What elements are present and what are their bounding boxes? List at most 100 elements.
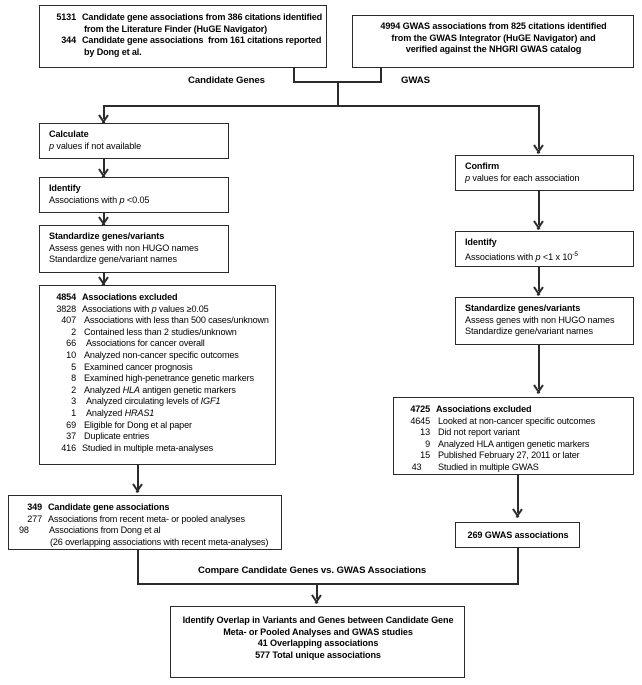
final-line: 41 Overlapping associations <box>257 638 379 649</box>
source-count: 5131 <box>56 12 76 22</box>
arrowhead-icon <box>310 595 323 604</box>
connector-split-bar <box>103 105 540 107</box>
connector-vertical <box>538 267 540 291</box>
step-line: Assess genes with non HUGO names <box>49 242 199 253</box>
step-line: Standardize gene/variant names <box>49 254 177 265</box>
p-symbol: p <box>49 140 54 151</box>
final-overlap-box: Identify Overlap in Variants and Genes b… <box>170 606 465 678</box>
gene-name-igf1: IGF1 <box>200 396 221 407</box>
connector-vertical <box>137 550 139 584</box>
left-step-standardize-box: Standardize genes/variants Assess genes … <box>39 225 229 273</box>
arrowhead-icon <box>532 221 545 230</box>
step-line: Standardize gene/variant names <box>465 326 593 337</box>
right-step-standardize-box: Standardize genes/variants Assess genes … <box>455 297 634 345</box>
step-line: Assess genes with non HUGO names <box>465 314 615 325</box>
source-text: 4994 GWAS associations from 825 citation… <box>380 21 607 31</box>
source-text: from the GWAS Integrator (HuGE Navigator… <box>391 32 596 43</box>
final-line: 577 Total unique associations <box>255 650 381 661</box>
p-symbol: p <box>465 172 470 183</box>
connector-vertical <box>103 105 105 119</box>
connector-vertical <box>380 68 382 82</box>
p-symbol: p <box>119 194 125 205</box>
connector-vertical <box>316 583 318 599</box>
exponent: -5 <box>572 250 578 258</box>
source-text: verified against the NHGRI GWAS catalog <box>405 44 582 55</box>
connector-vertical <box>517 548 519 584</box>
source-count: 344 <box>61 35 76 46</box>
result-text: 269 GWAS associations <box>467 530 569 540</box>
result-total: 349 <box>27 502 42 512</box>
arrowhead-icon <box>511 509 524 518</box>
source-line: 344 Candidate gene associations from 161 … <box>49 35 322 47</box>
connector-vertical <box>337 81 339 106</box>
right-result-box: 269 GWAS associations <box>455 522 580 548</box>
source-line: from the Literature Finder (HuGE Navigat… <box>49 24 318 36</box>
step-heading: Standardize genes/variants <box>49 231 165 241</box>
left-step-calculate-box: Calculate pp values if not available val… <box>39 123 229 159</box>
right-step-identify-box: Identify Associations with p <1 x 10-5 <box>455 231 634 267</box>
step-line: Associations with p <1 x 10-5 <box>465 250 578 262</box>
excluded-total: 4725 <box>410 404 430 414</box>
gene-name-hras1: HRAS1 <box>124 407 155 418</box>
excluded-total: 4854 <box>56 292 76 302</box>
connector-vertical <box>538 105 540 149</box>
connector-compare-bar <box>137 583 519 585</box>
step-heading: Identify <box>465 237 497 247</box>
source-text: from the Literature Finder (HuGE Navigat… <box>84 23 268 34</box>
final-line: Identify Overlap in Variants and Genes b… <box>182 615 454 625</box>
top-right-source-box: 4994 GWAS associations from 825 citation… <box>352 15 634 68</box>
step-heading: Identify <box>49 183 81 193</box>
arrowhead-icon <box>532 287 545 296</box>
step-line: pp values if not available values if not… <box>49 140 142 151</box>
connector-vertical <box>293 68 295 82</box>
connector-vertical <box>517 475 519 513</box>
result-row: (26 overlapping associations with recent… <box>50 536 269 547</box>
source-line: 5131 Candidate gene associations from 386… <box>49 12 322 24</box>
step-heading: Standardize genes/variants <box>465 303 581 313</box>
gene-name-hla: HLA <box>122 384 140 395</box>
final-line: Meta- or Pooled Analyses and GWAS studie… <box>223 626 413 637</box>
branch-label-candidate-genes: Candidate Genes <box>188 75 265 86</box>
compare-label: Compare Candidate Genes vs. GWAS Associa… <box>198 565 427 576</box>
step-line: Associations with p <0.05 <box>49 194 150 205</box>
source-line: by Dong et al. <box>49 47 318 59</box>
arrowhead-icon <box>131 484 144 493</box>
connector-vertical <box>103 159 105 173</box>
p-symbol: p <box>535 251 541 262</box>
branch-label-gwas: GWAS <box>401 75 430 86</box>
arrowhead-icon <box>532 145 545 154</box>
connector-vertical <box>538 345 540 389</box>
step-heading: Calculate <box>49 129 89 139</box>
arrowhead-icon <box>532 385 545 394</box>
left-step-identify-box: Identify Associations with p <0.05 <box>39 177 229 213</box>
step-heading: Confirm <box>465 161 500 171</box>
connector-vertical <box>137 465 139 489</box>
source-text: Candidate gene associations from 386 cit… <box>82 12 323 22</box>
source-text: Candidate gene associations from 161 cit… <box>82 35 322 46</box>
step-line: p values for each association <box>465 172 580 183</box>
